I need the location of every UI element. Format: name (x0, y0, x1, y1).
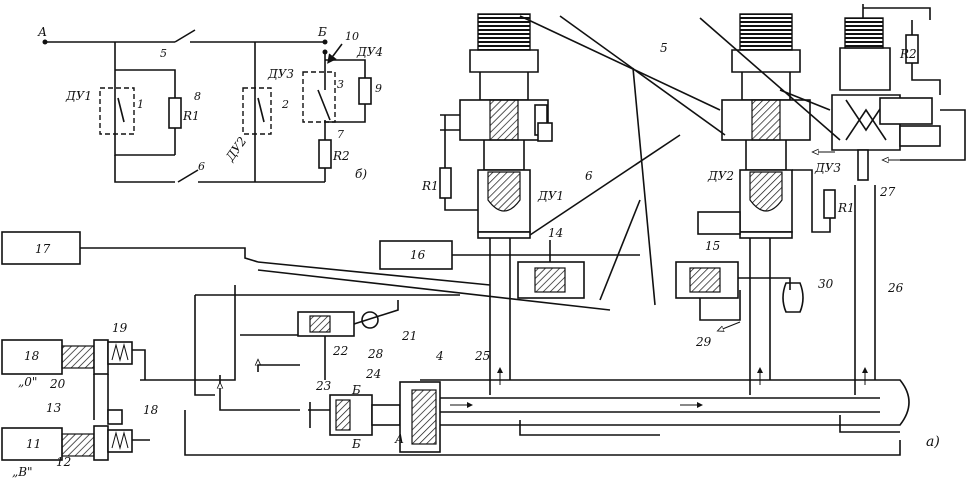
du3-actuator-label: ДУ3 (814, 161, 841, 175)
panel-b-label: б) (355, 167, 367, 181)
du3-relay (302, 71, 336, 123)
valve-block-19-20 (61, 339, 150, 461)
part-21-label: 21 (401, 329, 417, 343)
part-11-label: 11 (26, 437, 41, 451)
part-13-label: 13 (46, 401, 62, 415)
part-25-label: 25 (474, 349, 490, 363)
lever-5-label: 5 (660, 41, 668, 55)
resistor-9-label: 9 (375, 82, 382, 95)
pos-o-label: „0" (18, 375, 37, 389)
part-18-box-label: 18 (24, 349, 40, 363)
r1-left-label: R1 (421, 179, 439, 193)
pos-v-label: „В" (12, 465, 33, 479)
resistor-r2 (318, 139, 332, 169)
arrow-10-label: 10 (345, 30, 359, 43)
unit-16 (379, 240, 453, 270)
r1-right-label: R1 (837, 201, 855, 215)
servo-24-25 (308, 381, 441, 453)
part-30-label: 30 (818, 277, 834, 291)
contact-2-label: 2 (281, 98, 289, 111)
actuator-du3 (815, 4, 966, 181)
du1-actuator-label: ДУ1 (537, 189, 564, 203)
part-16-label: 16 (410, 248, 426, 262)
du1-label: ДУ1 (65, 89, 92, 103)
part-4-label: 4 (435, 349, 444, 363)
du2-label: ДУ2 (222, 134, 249, 164)
label-a: А (394, 432, 404, 446)
part-23-label: 23 (315, 379, 332, 393)
part-17-label: 17 (35, 242, 51, 256)
part-22-label: 22 (332, 344, 348, 358)
resistor-7-label: 7 (337, 128, 344, 141)
part-29-label: 29 (695, 335, 712, 349)
du3-label: ДУ3 (267, 67, 294, 81)
part-27-label: 27 (879, 185, 896, 199)
label-b1: Б (351, 383, 361, 397)
resistor-9 (358, 77, 372, 105)
part-26-label: 26 (887, 281, 904, 295)
servo-22 (297, 300, 399, 337)
part-20-label: 20 (49, 377, 66, 391)
hydraulic-scheme: R1 ДУ1 ДУ2 R1 (1, 4, 966, 479)
rod-6-label: 6 (585, 169, 593, 183)
r2-label: R2 (332, 149, 350, 163)
part-28-label: 28 (367, 347, 384, 361)
du1-relay (99, 87, 135, 135)
part-15-label: 15 (705, 239, 720, 253)
contact-1-label: 1 (137, 98, 144, 111)
du4-label: ДУ4 (356, 45, 383, 59)
du2-actuator-label: ДУ2 (707, 169, 734, 183)
valve-14 (517, 240, 585, 299)
valve-15 (675, 261, 741, 321)
electrical-scheme: А Б ДУ1 ДУ2 ДУ3 ДУ4 1 2 3 5 6 7 8 9 10 R… (37, 25, 383, 183)
part-18-label: 18 (143, 403, 159, 417)
part-14-label: 14 (548, 226, 563, 240)
panel-a-label: а) (926, 434, 940, 450)
resistor-r1 (168, 97, 182, 129)
node-a-label: А (37, 25, 47, 39)
part-12-label: 12 (56, 455, 71, 469)
switch-6-label: 6 (198, 160, 205, 173)
r2-top-label: R2 (899, 47, 917, 61)
r1-label: R1 (182, 109, 200, 123)
part-19-label: 19 (112, 321, 128, 335)
switch-5-label: 5 (160, 47, 167, 60)
du2-relay (242, 87, 272, 135)
contact-3-label: 3 (337, 78, 344, 91)
actuator-du1 (440, 13, 553, 239)
label-b2: Б (351, 437, 361, 451)
unit-17 (1, 231, 81, 265)
resistor-8-label: 8 (194, 90, 201, 103)
part-24-label: 24 (365, 367, 381, 381)
node-b-label: Б (317, 25, 327, 39)
actuator-du2 (697, 13, 811, 239)
